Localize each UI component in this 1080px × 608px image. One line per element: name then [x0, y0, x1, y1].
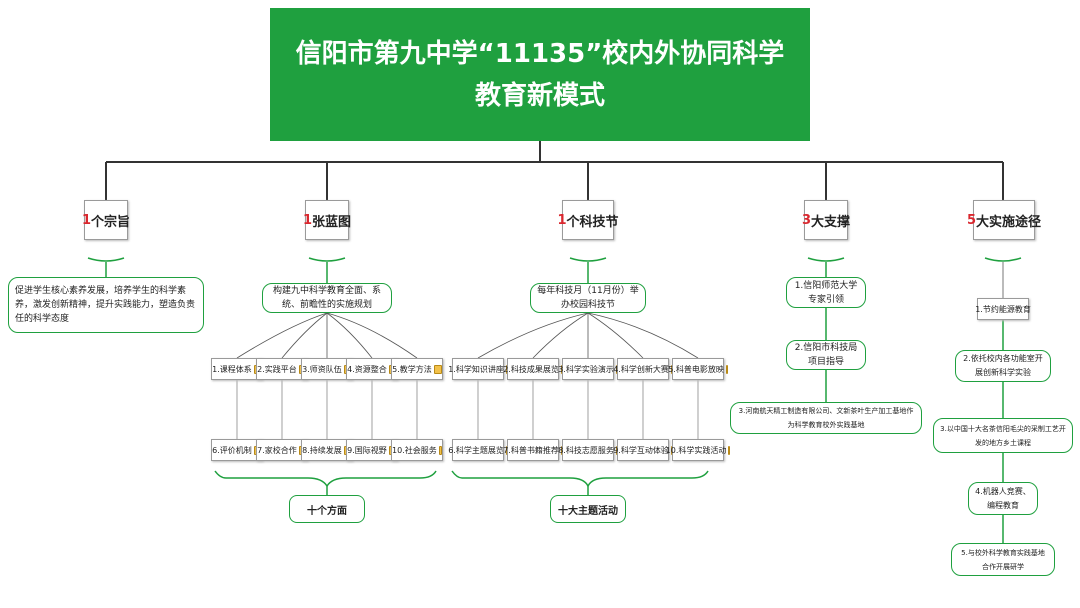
item-label: 4.科学创新大赛: [613, 364, 669, 374]
item-label: 2.科技成果展览: [503, 364, 559, 374]
item-label: 9.国际视野: [347, 445, 387, 455]
item-label: 6.科学主题展览: [448, 445, 504, 455]
item-label: 6.评价机制: [212, 445, 252, 455]
item-label: 3.科学实验演示: [558, 364, 614, 374]
branch-label: 张蓝图: [312, 214, 352, 230]
path-item: 5.与校外科学教育实践基地合作开展研学: [951, 543, 1055, 576]
support-item: 2.信阳市科技局项目指导: [786, 340, 866, 370]
path-item: 4.机器人竞赛、编程教育: [968, 482, 1038, 515]
festival-item: 2.科技成果展览: [503, 358, 563, 380]
blueprint-summary: 十个方面: [289, 495, 365, 523]
blueprint-item: 5.教学方法: [391, 358, 443, 380]
branch-label: 个宗旨: [91, 214, 131, 230]
branch-number: 5: [966, 212, 977, 228]
path-item: 2.依托校内各功能室开展创新科学实验: [955, 350, 1051, 382]
item-label: 9.科学互动体验: [613, 445, 669, 455]
item-label: 1.课程体系: [212, 364, 252, 374]
blueprint-description: 构建九中科学教育全面、系统、前瞻性的实施规划: [262, 283, 392, 313]
festival-item: 10.科学实践活动: [666, 439, 731, 461]
item-label: 1.科学知识讲座: [448, 364, 504, 374]
blueprint-item: 10.社会服务: [391, 439, 443, 461]
item-label: 5.科普电影放映: [668, 364, 724, 374]
branch-label: 大支撑: [811, 214, 851, 230]
item-label: 2.实践平台: [257, 364, 297, 374]
festival-summary: 十大主题活动: [550, 495, 626, 523]
branch-label: 个科技节: [566, 214, 619, 230]
branch-number: 1: [81, 212, 92, 228]
blueprint-item: 7.家校合作: [256, 439, 308, 461]
item-label: 10.社会服务: [392, 445, 437, 455]
item-label: 7.家校合作: [257, 445, 297, 455]
path-item: 1.节约能源教育: [975, 298, 1031, 320]
purpose-description: 促进学生核心素养发展，培养学生的科学素养，激发创新精神，提升实践能力，塑造负责任…: [8, 277, 204, 333]
festival-item: 3.科学实验演示: [558, 358, 618, 380]
festival-item: 9.科学互动体验: [613, 439, 673, 461]
note-icon: [433, 364, 442, 374]
item-label: 8.持续发展: [302, 445, 342, 455]
branch-number: 1: [302, 212, 313, 228]
note-icon: [725, 364, 728, 374]
support-item: 1.信阳师范大学专家引领: [786, 277, 866, 308]
festival-item: 5.科普电影放映: [668, 358, 728, 380]
festival-item: 4.科学创新大赛: [613, 358, 673, 380]
festival-item: 7.科普书籍推荐: [503, 439, 563, 461]
festival-item: 1.科学知识讲座: [448, 358, 508, 380]
festival-item: 8.科技志愿服务: [558, 439, 618, 461]
branch-label: 大实施途径: [976, 214, 1042, 230]
item-label: 8.科技志愿服务: [558, 445, 614, 455]
festival-item: 6.科学主题展览: [448, 439, 508, 461]
festival-description: 每年科技月（11月份）举办校园科技节: [530, 283, 646, 313]
branch-number: 3: [801, 212, 812, 228]
diagram-title: 信阳市第九中学“11135”校内外协同科学教育新模式: [270, 8, 810, 141]
note-icon: [438, 445, 442, 455]
item-label: 4.资源整合: [347, 364, 387, 374]
item-label: 5.教学方法: [392, 364, 432, 374]
path-item: 3.以中国十大名茶信阳毛尖的采制工艺开发的地方乡土课程: [933, 418, 1073, 453]
note-icon: [728, 445, 731, 455]
item-label: 3.师资队伍: [302, 364, 342, 374]
item-label: 10.科学实践活动: [665, 445, 727, 455]
item-label: 7.科普书籍推荐: [503, 445, 559, 455]
branch-number: 1: [557, 212, 567, 228]
support-item: 3.河南航天精工制造有限公司、文新茶叶生产加工基地作为科学教育校外实践基地: [730, 402, 922, 434]
